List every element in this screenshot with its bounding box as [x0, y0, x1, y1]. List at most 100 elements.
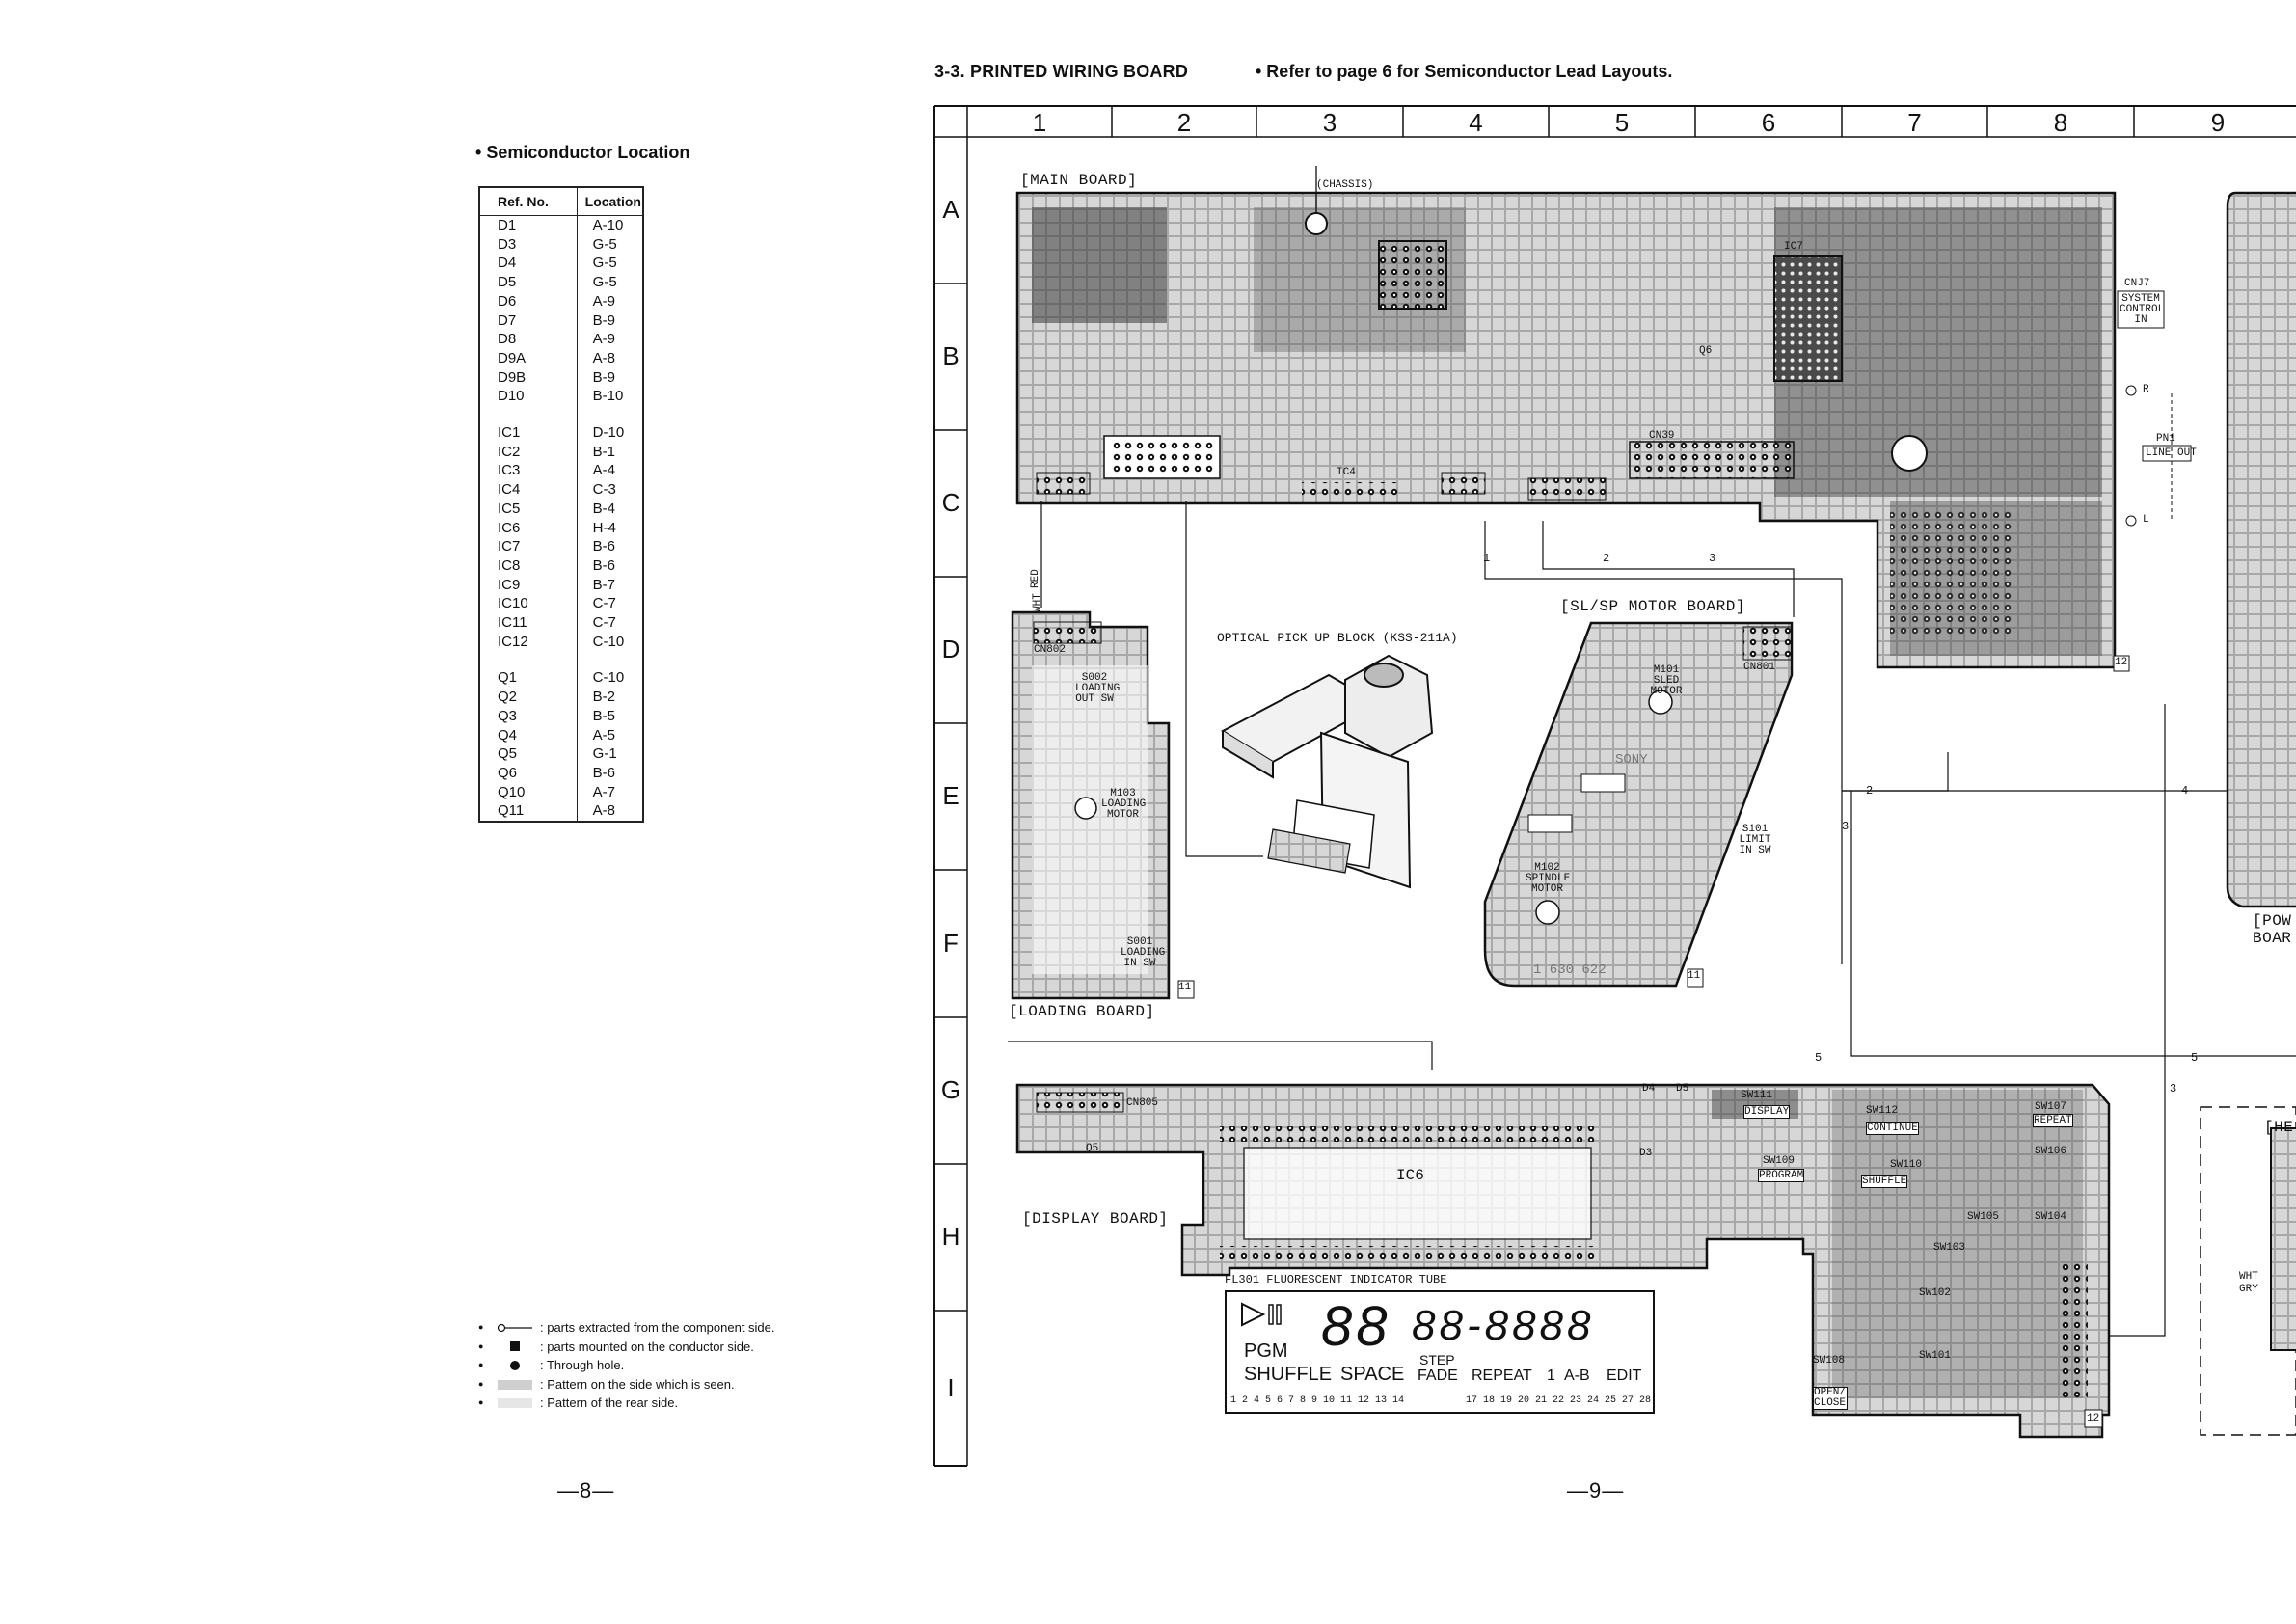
- bullet: •: [475, 143, 487, 162]
- connection-5-g-right: 5: [2191, 1051, 2199, 1065]
- spacer-cell: [479, 406, 578, 424]
- cn805-connector: [1036, 1092, 1124, 1113]
- ref-no-cell: D9A: [479, 348, 578, 368]
- square-icon: [496, 1340, 534, 1352]
- column-label-2: 2: [1176, 108, 1192, 137]
- sw110-label: SW110: [1890, 1159, 1923, 1171]
- mount-hole: [1891, 435, 1928, 472]
- head-board-label: [HE: [2264, 1119, 2294, 1136]
- box-12-main-label: 12: [2115, 657, 2128, 668]
- 18101-part: [1580, 773, 1626, 793]
- loading-out-switch-label: S002 LOADING OUT SW: [1075, 672, 1121, 705]
- spacer-cell: [479, 651, 578, 669]
- header-ref-no: Ref. No.: [479, 187, 578, 216]
- ic7-label: IC7: [1784, 241, 1803, 253]
- location-cell: C-7: [592, 614, 616, 632]
- sony-label: SONY: [1615, 752, 1648, 768]
- main-board-pins: [1890, 511, 2015, 636]
- power-board-label: [POW BOAR: [2253, 912, 2292, 947]
- location-cell: C-10: [592, 633, 625, 650]
- sled-motor-icon: [1648, 690, 1673, 715]
- section-note: • Refer to page 6 for Semiconductor Lead…: [1256, 62, 1673, 81]
- wire-4: [1842, 752, 1949, 792]
- cn39-label: CN39: [1649, 430, 1675, 442]
- q6-label: Q6: [1699, 345, 1713, 357]
- location-cell: B-7: [592, 576, 615, 593]
- d5-label: D5: [1676, 1083, 1689, 1095]
- row-label-G: G: [940, 1075, 961, 1104]
- connection-3: 3: [1709, 552, 1716, 565]
- connection-4-e: 4: [2181, 784, 2189, 798]
- open-close-button-label: OPEN/ CLOSE: [1813, 1387, 1848, 1410]
- spindle-motor-label: M102 SPINDLE MOTOR: [1526, 862, 1571, 895]
- ref-no-cell: IC4: [479, 480, 578, 500]
- pattern-seen-icon: [496, 1379, 534, 1391]
- ref-no-cell: D6: [479, 291, 578, 311]
- location-cell: D-10: [592, 424, 625, 442]
- ic6-pins-top: [1220, 1126, 1596, 1142]
- ref-no-cell: IC2: [479, 442, 578, 462]
- column-label-1: 1: [1032, 108, 1047, 137]
- line-out-box: [2142, 445, 2192, 462]
- semiconductor-title-text: Semiconductor Location: [486, 143, 690, 162]
- connection-2: 2: [1603, 552, 1610, 565]
- cn39-connector: [1629, 441, 1795, 479]
- location-cell: A-10: [592, 217, 624, 233]
- row-label-D: D: [941, 635, 960, 663]
- ref-no-cell: IC9: [479, 575, 578, 595]
- extracted-part-icon: [496, 1323, 534, 1333]
- pn1-label: PN1: [2156, 433, 2175, 445]
- ref-no-cell: Q5: [479, 744, 578, 764]
- loading-motor-label: M103 LOADING MOTOR: [1101, 788, 1147, 821]
- location-cell: A-9: [592, 292, 615, 310]
- wire-red-label: RED: [1030, 569, 1041, 588]
- line-out-r-label: R: [2143, 384, 2149, 395]
- line-out-l-jack: [2125, 515, 2137, 527]
- program-button-label: PROGRAM: [1758, 1169, 1805, 1182]
- ic4-pins: [1302, 482, 1398, 500]
- row-label-F: F: [943, 928, 959, 958]
- wire-to-display: [2093, 704, 2166, 1337]
- line-out-l-label: L: [2143, 514, 2149, 526]
- main-board-dark-area: [1032, 207, 1167, 323]
- cn805-label: CN805: [1126, 1097, 1159, 1109]
- ref-no-cell: IC1: [479, 423, 578, 443]
- group-spacer: [479, 651, 643, 669]
- bullet: ●: [478, 1340, 484, 1351]
- vfd-pgm: PGM: [1244, 1340, 1288, 1362]
- system-control-box: [2117, 290, 2165, 329]
- q5-label: Q5: [1086, 1143, 1099, 1154]
- ref-no-cell: D4: [479, 254, 578, 274]
- wire-to-pickup: [1185, 501, 1263, 857]
- wire-3: [1484, 521, 1843, 964]
- cn802-label: CN802: [1034, 644, 1067, 656]
- spacer-cell: [577, 406, 643, 423]
- box-12-display: [2084, 1409, 2103, 1428]
- row-label-I: I: [947, 1372, 955, 1402]
- column-label-6: 6: [1761, 108, 1776, 137]
- vfd-space: SPACE: [1340, 1364, 1405, 1385]
- group-spacer: [479, 406, 643, 424]
- location-cell: B-10: [592, 388, 624, 405]
- power-board-outline: [2226, 191, 2296, 908]
- cn802-connector: [1033, 621, 1102, 644]
- vfd-one: 1: [1547, 1367, 1555, 1384]
- column-label-7: 7: [1907, 108, 1922, 137]
- location-cell: B-9: [592, 368, 615, 386]
- ref-no-cell: Q3: [479, 706, 578, 726]
- ref-no-cell: D7: [479, 311, 578, 331]
- ref-no-cell: IC6: [479, 518, 578, 538]
- column-dividers: [1111, 106, 2135, 137]
- connection-3-e: 3: [1842, 820, 1850, 833]
